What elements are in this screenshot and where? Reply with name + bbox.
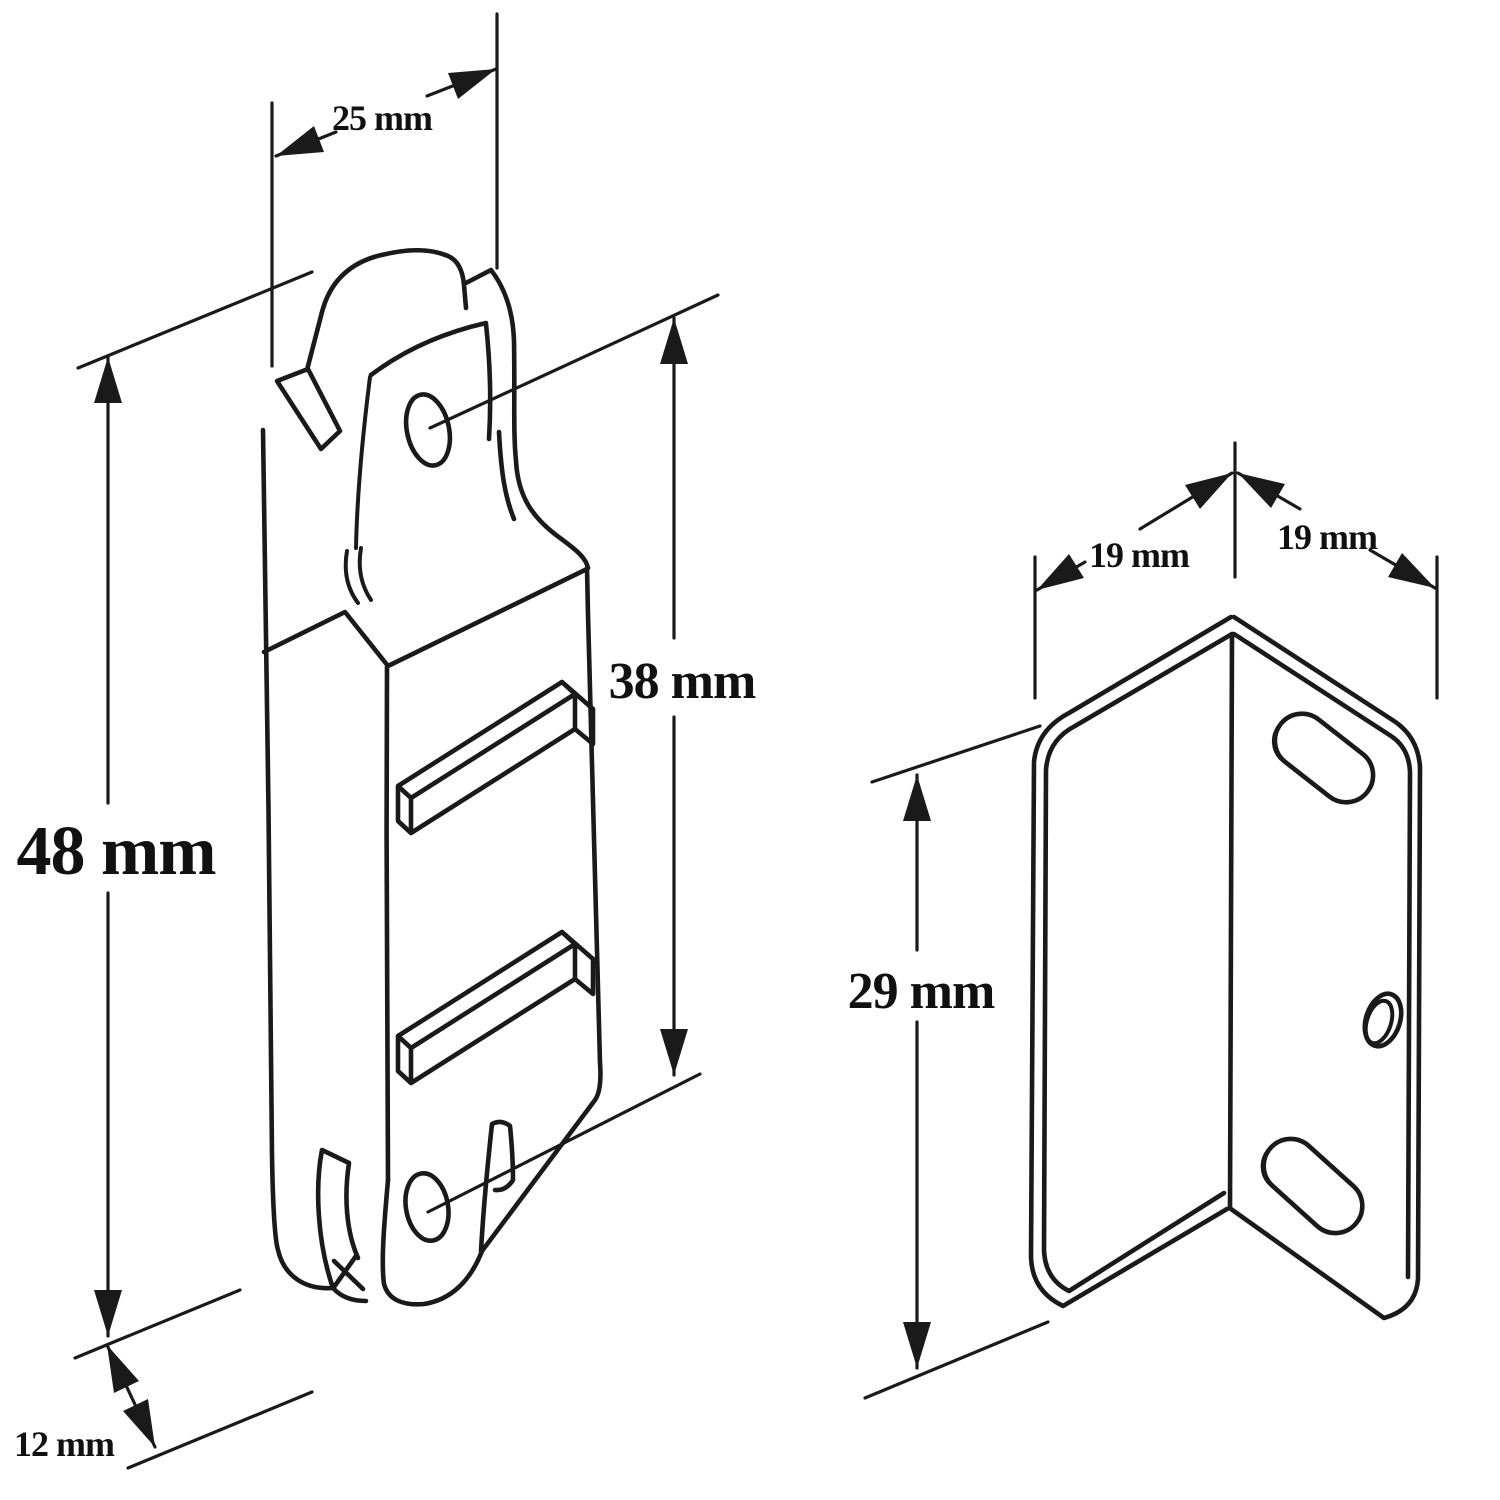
- bracket-bottom-slot-thickness: [1260, 1148, 1306, 1217]
- bracket-left-face: [1028, 614, 1235, 1309]
- latch-bottom-outline: [315, 1119, 516, 1307]
- latch-depth-label: 12 mm: [14, 1424, 115, 1464]
- latch-width-label: 25 mm: [332, 98, 433, 138]
- bracket-right-flange-label: 19 mm: [1277, 517, 1378, 557]
- bracket-bottom-slot: [1260, 1136, 1365, 1236]
- bracket-corner-edge: [1227, 631, 1235, 1210]
- latch-bottom-hole: [403, 1171, 451, 1243]
- latch-height-label: 48 mm: [16, 813, 216, 890]
- latch-hole-spacing-label: 38 mm: [609, 653, 756, 710]
- latch-top-hole: [403, 392, 453, 468]
- bracket-top-slot: [1271, 711, 1376, 805]
- extension-lines: [73, 12, 1439, 1470]
- bracket-small-hole-thickness: [1363, 998, 1395, 1046]
- bracket-small-hole: [1362, 991, 1404, 1049]
- latch-neck-lines: [343, 375, 373, 605]
- bracket-left-flange-label: 19 mm: [1089, 535, 1190, 575]
- dimension-annotations: 25 mm 48 mm 38 mm 12 mm 19 mm 19 mm 29 m…: [14, 12, 1439, 1470]
- bracket-part: [1028, 614, 1423, 1321]
- latch-head-outline: [274, 247, 591, 571]
- latch-body-outline: [260, 427, 603, 1291]
- bracket-height-label: 29 mm: [848, 963, 995, 1020]
- latch-ridge-bars: [395, 679, 596, 1086]
- latch-part: [260, 247, 603, 1307]
- bracket-right-face: [1228, 614, 1423, 1321]
- bracket-top-slot-thickness: [1271, 725, 1321, 790]
